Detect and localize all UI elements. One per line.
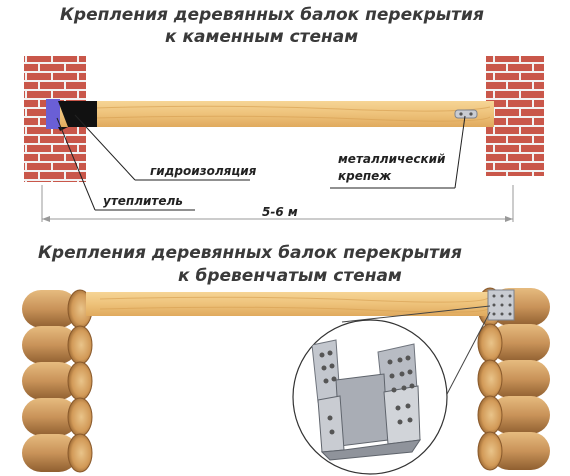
top-title-line2: к каменным стенам: [165, 27, 358, 47]
top-title-line1: Крепления деревянных балок перекрытия: [60, 5, 484, 25]
left-log-wall: [22, 289, 93, 473]
insulation-block: [46, 99, 60, 129]
right-brick-wall: [486, 56, 544, 176]
leader-insulation: [56, 117, 96, 211]
leader-waterproofing: [74, 114, 136, 181]
waterproofing-wrap: [58, 101, 97, 127]
bottom-title-line1: Крепления деревянных балок перекрытия: [38, 243, 462, 263]
top-wooden-beam: [60, 101, 494, 127]
label-insulation: утеплитель: [103, 194, 183, 208]
label-metal-fastener-line2: крепеж: [338, 169, 392, 183]
zoom-leader-bottom: [445, 311, 491, 397]
joist-hanger-closeup: [311, 339, 422, 461]
leader-fastener: [454, 115, 466, 189]
metal-fastener: [454, 109, 478, 119]
label-metal-fastener-line1: металлический: [338, 152, 446, 166]
label-waterproofing: гидроизоляция: [150, 164, 257, 178]
log-bracket-small: [487, 289, 515, 321]
bottom-title-line2: к бревенчатым стенам: [178, 266, 402, 286]
label-span: 5-6 м: [262, 205, 298, 219]
zoom-leader-top: [341, 305, 491, 323]
